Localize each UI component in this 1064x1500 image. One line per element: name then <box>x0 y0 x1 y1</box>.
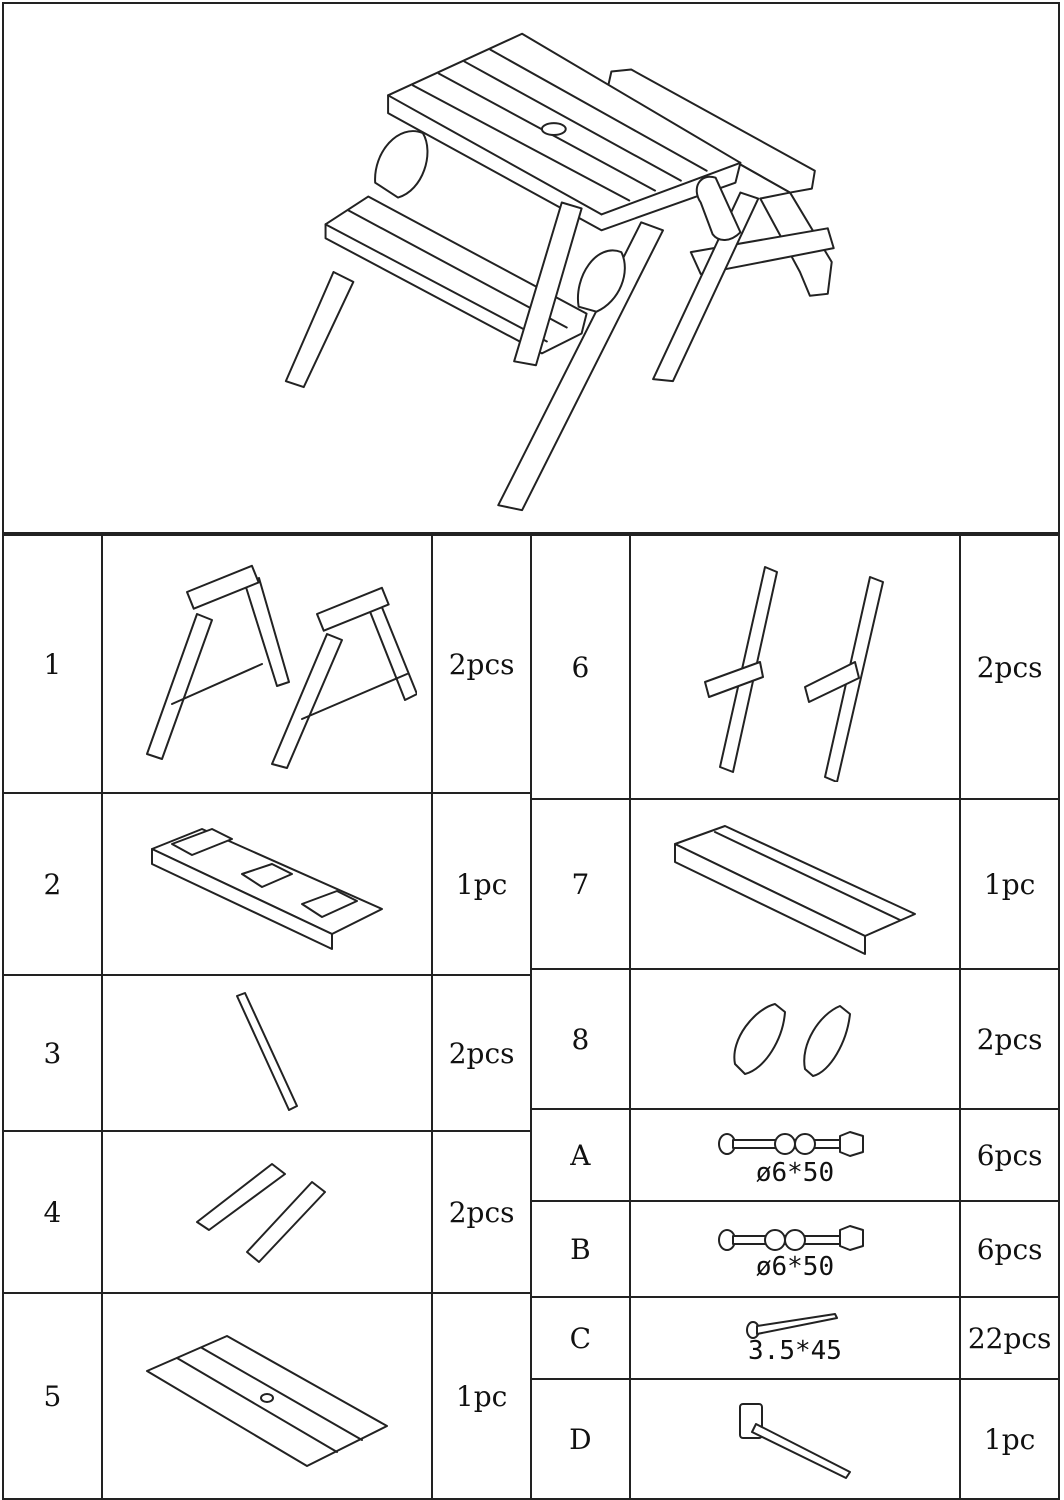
part-index: D <box>530 1378 631 1500</box>
hex-wrench-icon <box>628 1378 962 1500</box>
bolt-spec: ø6*50 <box>755 1252 835 1282</box>
arm-block-icon <box>628 968 962 1110</box>
part-index: 1 <box>2 534 103 794</box>
part-quantity: 1pc <box>959 1378 1060 1500</box>
part-index: A <box>530 1108 631 1202</box>
part-row-2: 2 1pc <box>2 792 532 976</box>
hex-bolt-icon: ø6*50 <box>628 1200 962 1298</box>
part-row-7: 7 1pc <box>530 798 1060 970</box>
part-row-a: A ø6*50 6pcs <box>530 1108 1060 1202</box>
backrest-panel-icon <box>628 798 962 970</box>
carriage-bolt-icon: ø6*50 <box>628 1108 962 1202</box>
part-row-8: 8 2pcs <box>530 968 1060 1110</box>
hinge-bracket-icon <box>100 1130 434 1294</box>
part-row-1: 1 2pcs <box>2 534 532 794</box>
part-row-c: C 3.5*45 22pcs <box>530 1296 1060 1380</box>
part-quantity: 1pc <box>959 798 1060 970</box>
a-frame-leg-assembly-icon <box>100 534 434 794</box>
part-row-6: 6 2pcs <box>530 534 1060 800</box>
side-leg-icon <box>628 534 962 800</box>
part-row-4: 4 2pcs <box>2 1130 532 1294</box>
part-quantity: 2pcs <box>959 968 1060 1110</box>
bolt-spec: ø6*50 <box>755 1158 835 1188</box>
part-index: 6 <box>530 534 631 800</box>
parts-list-left: 1 2pcs 2 1pc <box>2 534 532 1500</box>
bench-seat-panel-icon <box>100 792 434 976</box>
picnic-table-icon <box>284 32 835 512</box>
wood-screw-icon: 3.5*45 <box>628 1296 962 1380</box>
assembled-table-illustration <box>2 2 1060 534</box>
part-quantity: 2pcs <box>431 534 532 794</box>
part-index: 5 <box>2 1292 103 1500</box>
part-quantity: 6pcs <box>959 1200 1060 1298</box>
diagonal-brace-icon <box>100 974 434 1132</box>
part-quantity: 6pcs <box>959 1108 1060 1202</box>
part-index: 2 <box>2 792 103 976</box>
part-row-3: 3 2pcs <box>2 974 532 1132</box>
part-quantity: 2pcs <box>959 534 1060 800</box>
screw-spec: 3.5*45 <box>748 1336 842 1366</box>
part-index: 7 <box>530 798 631 970</box>
part-quantity: 2pcs <box>431 1130 532 1294</box>
part-quantity: 2pcs <box>431 974 532 1132</box>
part-index: 3 <box>2 974 103 1132</box>
part-index: 8 <box>530 968 631 1110</box>
part-quantity: 22pcs <box>959 1296 1060 1380</box>
part-index: C <box>530 1296 631 1380</box>
part-quantity: 1pc <box>431 1292 532 1500</box>
part-row-b: B ø6*50 6pcs <box>530 1200 1060 1298</box>
part-index: 4 <box>2 1130 103 1294</box>
part-row-5: 5 1pc <box>2 1292 532 1500</box>
part-index: B <box>530 1200 631 1298</box>
table-top-panel-icon <box>100 1292 434 1500</box>
part-row-d: D 1pc <box>530 1378 1060 1500</box>
part-quantity: 1pc <box>431 792 532 976</box>
parts-list-right: 6 2pcs 7 1pc 8 <box>530 534 1060 1500</box>
